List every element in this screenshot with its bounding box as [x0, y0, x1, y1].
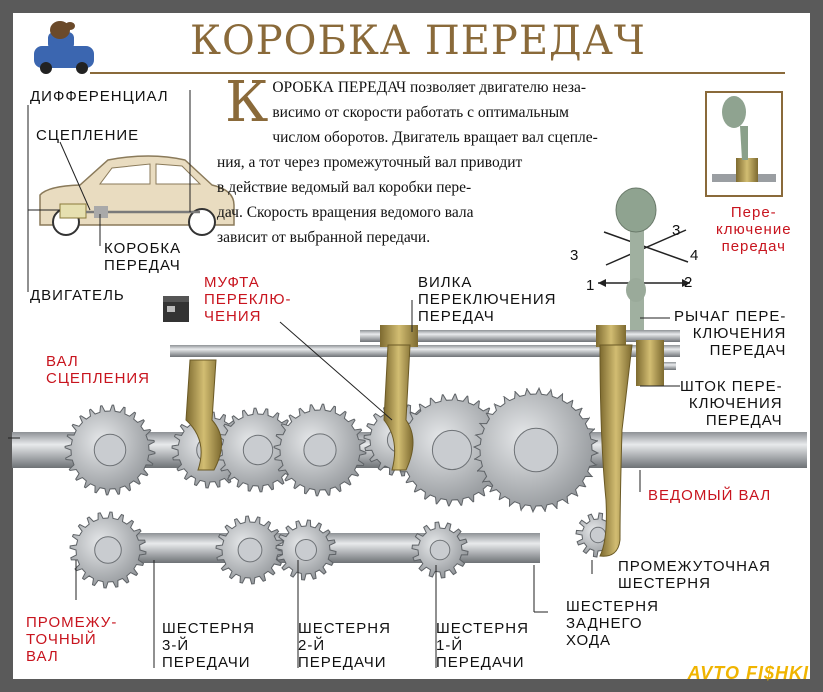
- intro-text: К ОРОБКА ПЕРЕДАЧ позволяет двигателю нез…: [217, 70, 680, 250]
- leader-lines: [8, 300, 680, 668]
- shift-pos-3-top: 3: [672, 222, 682, 239]
- label-countershaft: ПРОМЕЖУ- ТОЧНЫЙ ВАЛ: [26, 614, 118, 665]
- label-shift-lever: РЫЧАГ ПЕРЕ- КЛЮЧЕНИЯ ПЕРЕДАЧ: [674, 308, 787, 359]
- label-shift-fork: ВИЛКА ПЕРЕКЛЮЧЕНИЯ ПЕРЕДАЧ: [418, 274, 557, 325]
- gear-hub: [237, 537, 263, 563]
- intro-line: числом оборотов. Двигатель вращает вал с…: [272, 129, 598, 146]
- intro-line: висимо от скорости работать с оптимальны…: [272, 104, 569, 121]
- label-reverse-gear: ШЕСТЕРНЯ ЗАДНЕГО ХОДА: [566, 598, 659, 649]
- gear-hub: [303, 433, 337, 467]
- gear-hub: [93, 433, 127, 467]
- gear-hub: [429, 539, 451, 561]
- gear-hub: [513, 427, 559, 473]
- intro-line: дач. Скорость вращения ведомого вала: [217, 204, 474, 221]
- film-clapper-icon: [163, 296, 189, 322]
- shift-rods: [170, 325, 680, 386]
- label-shift-sleeve: МУФТА ПЕРЕКЛЮ- ЧЕНИЯ: [204, 274, 292, 325]
- label-clutch: СЦЕПЛЕНИЕ: [36, 127, 140, 144]
- gear-hub: [242, 434, 274, 466]
- watermark: AVTO FI$HKI: [687, 663, 809, 683]
- intro-line: ния, а тот через промежуточный вал приво…: [217, 154, 523, 171]
- shift-knob-inset: [705, 91, 783, 197]
- shift-forks: [185, 344, 633, 557]
- label-gear1: ШЕСТЕРНЯ 1-Й ПЕРЕДАЧИ: [436, 620, 529, 671]
- page-title: КОРОБКА ПЕРЕДАЧ: [190, 18, 646, 64]
- gear-hub: [94, 536, 122, 564]
- intro-line: в действие ведомый вал коробки пере-: [217, 179, 472, 196]
- label-differential: ДИФФЕРЕНЦИАЛ: [30, 88, 169, 105]
- shift-pattern-diagram: [598, 187, 690, 340]
- label-gear3: ШЕСТЕРНЯ 3-Й ПЕРЕДАЧИ: [162, 620, 255, 671]
- gear-hub: [295, 539, 317, 561]
- label-gear-shifting: Пере- ключение передач: [716, 204, 792, 255]
- title-rule: [90, 72, 785, 74]
- label-gear2: ШЕСТЕРНЯ 2-Й ПЕРЕДАЧИ: [298, 620, 391, 671]
- label-output-shaft: ВЕДОМЫЙ ВАЛ: [648, 487, 772, 504]
- label-idler-gear: ПРОМЕЖУТОЧНАЯ ШЕСТЕРНЯ: [618, 558, 771, 592]
- intro-line: зависит от выбранной передачи.: [217, 229, 431, 246]
- label-shift-rod: ШТОК ПЕРЕ- КЛЮЧЕНИЯ ПЕРЕДАЧ: [680, 378, 783, 429]
- intro-dropcap: К: [225, 70, 269, 135]
- car-schematic: [27, 90, 235, 292]
- gear-hub: [431, 429, 473, 471]
- gear-hub: [589, 526, 607, 544]
- logo-car-icon: [34, 21, 94, 74]
- label-engine: ДВИГАТЕЛЬ: [30, 287, 125, 304]
- shift-pos-1: 1: [586, 277, 596, 294]
- shift-pos-3: 3: [570, 247, 580, 264]
- label-gearbox: КОРОБКА ПЕРЕДАЧ: [104, 240, 182, 274]
- shift-pos-2: 2: [684, 274, 694, 291]
- shift-pos-4: 4: [690, 247, 700, 264]
- intro-line: ОРОБКА ПЕРЕДАЧ позволяет двигателю неза-: [272, 79, 586, 96]
- label-clutch-shaft: ВАЛ СЦЕПЛЕНИЯ: [46, 353, 151, 387]
